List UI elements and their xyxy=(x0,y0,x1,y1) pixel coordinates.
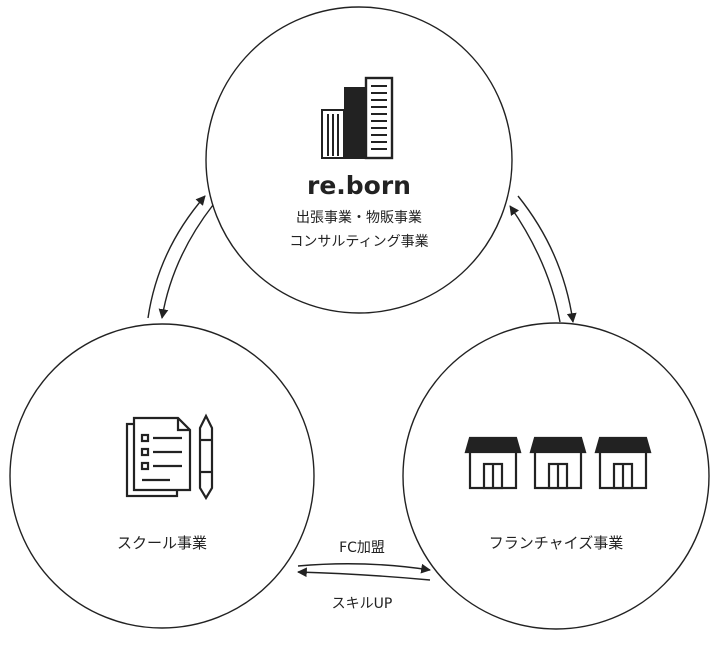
arc-left-inner xyxy=(158,204,214,319)
arc-bottom-upper xyxy=(297,563,431,574)
school-label: スクール事業 xyxy=(117,534,207,552)
storefront-3-icon xyxy=(594,436,652,490)
arc-left-outer xyxy=(147,195,206,319)
storefront-2-icon xyxy=(529,436,587,490)
storefronts-icon xyxy=(464,436,652,490)
arc-right-outer xyxy=(517,195,577,323)
reborn-title: re.born xyxy=(307,171,411,200)
office-building-icon xyxy=(321,76,394,160)
circle-reborn xyxy=(205,6,513,314)
franchise-label: フランチャイズ事業 xyxy=(489,534,623,552)
reborn-business-line-1: 出張事業・物販事業 xyxy=(296,210,422,226)
skill-up-label: スキルUP xyxy=(332,596,393,612)
fc-membership-label: FC加盟 xyxy=(339,540,385,556)
connectors xyxy=(147,195,577,581)
documents-and-pen-icon xyxy=(125,413,214,501)
arc-bottom-lower xyxy=(297,567,431,581)
arc-right-inner xyxy=(509,205,561,323)
storefront-1-icon xyxy=(464,436,522,490)
reborn-business-line-2: コンサルティング事業 xyxy=(289,234,428,250)
